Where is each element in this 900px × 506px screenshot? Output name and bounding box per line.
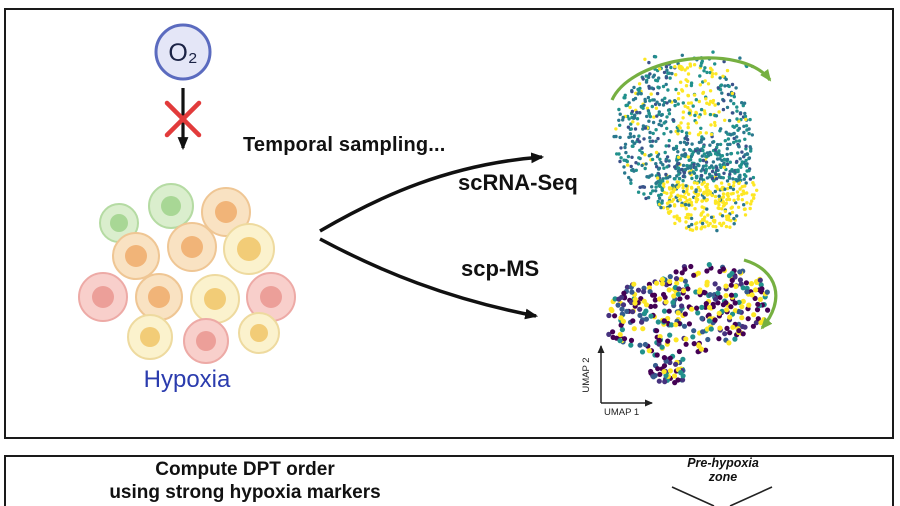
cell bbox=[238, 312, 280, 354]
cell bbox=[183, 318, 229, 364]
o2-molecule-icon: O₂ bbox=[154, 23, 212, 81]
umap1-axis-label: UMAP 1 bbox=[604, 407, 639, 418]
scp-ms-label: scp-MS bbox=[461, 256, 540, 281]
top-panel-border bbox=[4, 8, 894, 439]
prehypoxia-zone-line2: zone bbox=[708, 470, 738, 484]
umap-ms-plot bbox=[606, 262, 771, 386]
cell bbox=[78, 272, 128, 322]
cell bbox=[135, 273, 183, 321]
cell bbox=[127, 314, 173, 360]
compute-dpt-line1: Compute DPT order bbox=[155, 459, 335, 480]
cell bbox=[167, 222, 217, 272]
scrna-seq-label: scRNA-Seq bbox=[458, 170, 578, 195]
umap2-axis-label: UMAP 2 bbox=[581, 357, 592, 392]
temporal-sampling-label: Temporal sampling... bbox=[243, 134, 446, 156]
bottom-panel-border bbox=[4, 455, 894, 506]
compute-dpt-label: Compute DPT order using strong hypoxia m… bbox=[100, 458, 390, 504]
o2-label: O₂ bbox=[168, 39, 197, 67]
compute-dpt-line2: using strong hypoxia markers bbox=[109, 482, 381, 503]
arrow-to-scpms-icon bbox=[319, 237, 539, 320]
prehypoxia-funnel-icon bbox=[671, 486, 773, 506]
hypoxia-label: Hypoxia bbox=[143, 366, 231, 393]
umap-rna-plot bbox=[612, 50, 759, 233]
umap-axes-icon: UMAP 2 UMAP 1 bbox=[581, 345, 653, 418]
cell bbox=[148, 183, 194, 229]
umap-ms-trajectory-arrow-icon bbox=[743, 258, 778, 330]
cell bbox=[201, 187, 251, 237]
cell bbox=[99, 203, 139, 243]
arrow-to-scrna-icon bbox=[319, 152, 545, 233]
cell bbox=[190, 274, 240, 324]
cell bbox=[223, 223, 275, 275]
red-x-icon bbox=[164, 100, 202, 138]
prehypoxia-zone-line1: Pre-hypoxia bbox=[687, 456, 759, 470]
prehypoxia-zone-label: Pre-hypoxia zone bbox=[668, 456, 778, 484]
cell bbox=[112, 232, 160, 280]
umap-rna-trajectory-arrow-icon bbox=[610, 56, 772, 101]
cell-cluster bbox=[78, 183, 296, 364]
